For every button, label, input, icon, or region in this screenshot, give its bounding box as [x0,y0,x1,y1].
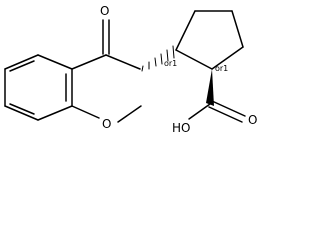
carboxylic-acid-group [188,100,246,123]
benzene-ring [4,54,73,121]
methoxy-group [71,105,142,123]
bond [4,54,39,70]
bond [211,46,244,70]
bond [175,10,196,51]
stereo-label-c2: or1 [215,64,228,73]
aromatic-inner-bond [9,60,35,72]
cyclopentane-ring [175,10,244,70]
carbonyl-double-bond [211,100,246,117]
bond [117,105,142,123]
ketone-group [71,19,141,70]
methoxy-oxygen-label: O [102,117,111,131]
stereo-label-c1: or1 [164,59,177,68]
bond [37,105,73,121]
bond [4,105,39,121]
bond [231,10,244,48]
bond [175,49,213,70]
acid-oxygen-label: O [248,113,257,127]
acid-hydroxyl-label: HO [172,121,190,135]
aromatic-inner-bond [9,103,35,115]
carbonyl-double-bond [208,106,243,123]
bond [71,54,107,70]
hashed-wedge-bond [141,45,175,72]
chemical-structure: O or1 or1 HO O O [4,4,257,135]
bond [71,105,100,119]
solid-wedge-bond [206,69,214,106]
ketone-oxygen-label: O [100,4,109,18]
bond [188,103,211,120]
bond [37,54,73,70]
bond [105,54,141,70]
